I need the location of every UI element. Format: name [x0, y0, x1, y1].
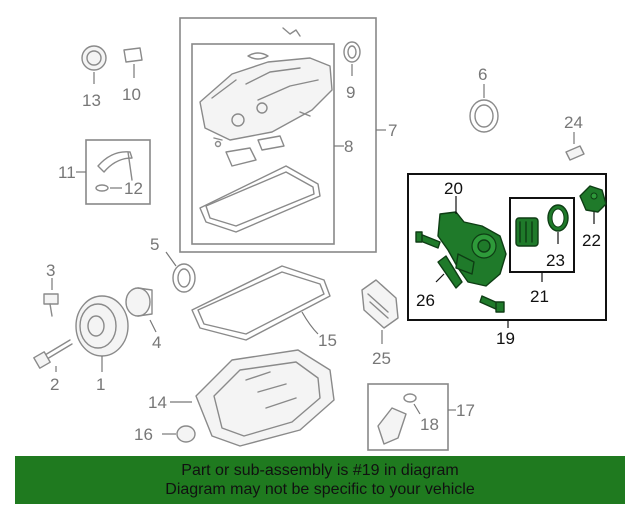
oil-pan-gasket-part [191, 265, 331, 341]
callout-25: 25 [372, 349, 391, 368]
group-box-17 [367, 383, 449, 451]
callout-7: 7 [388, 121, 397, 140]
callout-13: 13 [82, 91, 101, 110]
small-gaskets-part [214, 135, 285, 167]
callout-26: 26 [416, 291, 435, 310]
info-banner: Part or sub-assembly is #19 in diagram D… [15, 456, 625, 504]
callout-1: 1 [96, 375, 105, 394]
filter-element-part [515, 217, 539, 247]
drain-plug-16-part [162, 425, 196, 443]
oil-cooler-25-part [361, 279, 399, 344]
group-box-7 [179, 17, 377, 253]
callout-9: 9 [346, 83, 355, 102]
callout-4: 4 [152, 333, 161, 352]
callout-5: 5 [150, 235, 159, 254]
bolt-lower-part [479, 295, 505, 313]
callout-3: 3 [46, 261, 55, 280]
bolt-2-part [33, 339, 73, 372]
o-ring-23-part [547, 204, 569, 244]
oil-level-sensor-part [377, 393, 421, 445]
callout-14: 14 [148, 393, 167, 412]
seal-9-part [343, 41, 361, 63]
callout-11: 11 [58, 163, 76, 182]
valve-cover-part [199, 57, 333, 141]
gasket-10-part [123, 47, 143, 78]
callout-16: 16 [134, 425, 153, 444]
bolt-3-part [43, 278, 59, 317]
gasket-26-part [435, 255, 463, 289]
cap-seal-part [247, 27, 301, 60]
filter-cap-22-part [579, 185, 607, 224]
callout-15: 15 [318, 331, 337, 350]
valve-cover-gasket-part [199, 165, 321, 233]
callout-12: 12 [124, 179, 143, 198]
o-ring-12-part [95, 184, 109, 192]
tube-11-part [97, 151, 133, 173]
seal-5-part [165, 251, 196, 293]
pulley-1-part [75, 295, 129, 372]
callout-19: 19 [496, 329, 515, 348]
group-box-19 [407, 173, 607, 321]
group-box-8 [191, 43, 335, 245]
seal-6-part [469, 84, 499, 133]
parts-diagram: 9 8 7 13 10 12 11 6 24 [33, 17, 607, 451]
callout-22: 22 [582, 231, 601, 250]
callout-21: 21 [530, 287, 549, 306]
bolt-left-part [415, 231, 441, 249]
callout-2: 2 [50, 375, 59, 394]
callout-6: 6 [478, 65, 487, 84]
oil-pan-14-part [170, 349, 335, 447]
callout-8: 8 [344, 137, 353, 156]
callout-17: 17 [456, 401, 475, 420]
callout-23: 23 [546, 251, 565, 270]
banner-line-2: Diagram may not be specific to your vehi… [165, 481, 475, 498]
banner-line-1: Part or sub-assembly is #19 in diagram [181, 462, 459, 479]
oil-filler-cap-part [81, 45, 107, 84]
sensor-24-part [565, 132, 585, 161]
callout-18: 18 [420, 415, 439, 434]
damper-4-part [125, 287, 157, 333]
oil-filter-housing-part [437, 196, 507, 287]
callout-10: 10 [122, 85, 141, 104]
callout-24: 24 [564, 113, 583, 132]
callout-20: 20 [444, 179, 463, 198]
